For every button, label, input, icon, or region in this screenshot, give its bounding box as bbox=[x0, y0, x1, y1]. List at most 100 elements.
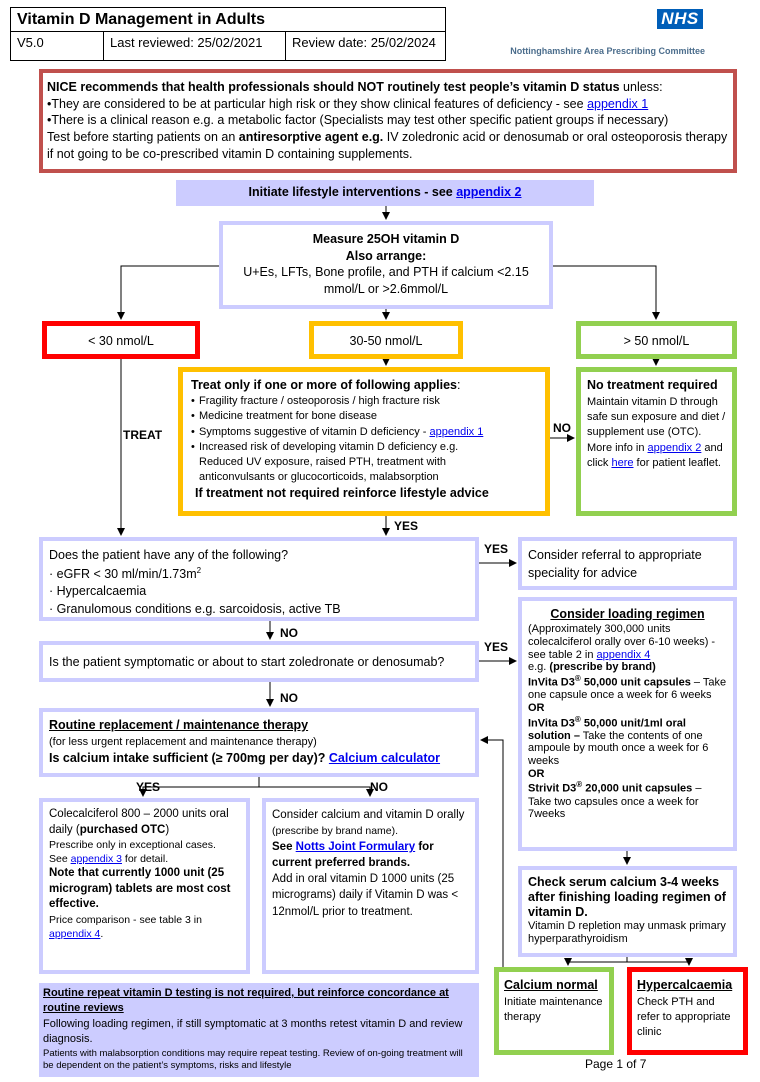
nice-lead-rest: unless: bbox=[619, 80, 663, 94]
also-arrange: Also arrange: bbox=[345, 248, 427, 263]
yes-l1c: ) bbox=[165, 823, 170, 836]
yes-label-1: YES bbox=[394, 519, 419, 533]
appendix-2-link[interactable]: appendix 2 bbox=[456, 185, 522, 199]
notts-formulary-link[interactable]: Notts Joint Formulary bbox=[295, 841, 416, 854]
no-treatment-text: Maintain vitamin D through safe sun expo… bbox=[587, 395, 726, 454]
risk-detail-1: Reduced UV exposure, raised PTH, treatme… bbox=[199, 455, 447, 468]
loading-intro: (Approximately 300,000 units colecalcife… bbox=[528, 623, 716, 661]
yes-l5b: . bbox=[100, 928, 104, 941]
level-mid-box: 30-50 nmol/L bbox=[309, 321, 463, 359]
contraindication-question-box: Does the patient have any of the followi… bbox=[39, 537, 479, 621]
no-l1s: (prescribe by brand name). bbox=[272, 825, 399, 838]
review-date-cell: Review date: 25/02/2024 bbox=[292, 35, 436, 50]
check-calcium-text: Vitamin D repletion may unmask primary h… bbox=[528, 920, 726, 946]
q1-title: Does the patient have any of the followi… bbox=[49, 548, 289, 562]
q1-item-1: · eGFR < 30 ml/min/1.73m bbox=[49, 566, 197, 581]
repeat-title: Routine repeat vitamin D testing is not … bbox=[43, 987, 449, 1015]
list-item: Symptoms suggestive of vitamin D deficie… bbox=[191, 425, 537, 440]
repeat-testing-box: Routine repeat vitamin D testing is not … bbox=[39, 983, 479, 1077]
calcium-and-vitamin-d-box: Consider calcium and vitamin D orally (p… bbox=[262, 798, 479, 974]
level-low-box: < 30 nmol/L bbox=[42, 321, 200, 359]
routine-sub: (for less urgent replacement and mainten… bbox=[49, 735, 317, 748]
no-label-2: NO bbox=[280, 626, 298, 640]
no-treatment-end: for patient leaflet. bbox=[633, 457, 721, 470]
check-calcium-title: Check serum calcium 3-4 weeks after fini… bbox=[528, 875, 726, 919]
symptomatic-question-box: Is the patient symptomatic or about to s… bbox=[39, 641, 479, 682]
yes-label-4: YES bbox=[136, 780, 161, 794]
no-treatment-box: No treatment required Maintain vitamin D… bbox=[576, 367, 737, 516]
arrow-routine-no bbox=[259, 786, 374, 797]
loading-title: Consider loading regimen bbox=[550, 607, 705, 621]
drug-2-bold: 50,000 unit/1ml oral solution – bbox=[528, 717, 686, 742]
treat-criteria-title: Treat only if one or more of following a… bbox=[191, 378, 457, 392]
treat-criteria-box: Treat only if one or more of following a… bbox=[178, 367, 550, 516]
treat-criteria-colon: : bbox=[457, 378, 461, 392]
yes-label-3: YES bbox=[484, 640, 509, 654]
routine-title: Routine replacement / maintenance therap… bbox=[49, 718, 309, 732]
appendix-2-link[interactable]: appendix 2 bbox=[647, 441, 702, 454]
committee-name: Nottinghamshire Area Prescribing Committ… bbox=[510, 46, 705, 56]
repeat-l1: Following loading regimen, if still symp… bbox=[43, 1017, 463, 1046]
yes-l1b: purchased OTC bbox=[79, 823, 166, 836]
q1-item-2: · Hypercalcaemia bbox=[49, 584, 147, 599]
drug-1-text: – Take one capsule once a week for 6 wee… bbox=[528, 676, 727, 702]
arrow-measure-low bbox=[117, 265, 219, 320]
no-label-4: NO bbox=[370, 780, 388, 794]
loading-eg: e.g. bbox=[528, 661, 550, 674]
drug-1-bold: 50,000 unit capsules bbox=[580, 676, 691, 689]
calcium-normal-text: Initiate maintenance therapy bbox=[504, 995, 603, 1023]
yes-l4: Note that currently 1000 unit (25 microg… bbox=[49, 867, 231, 911]
nice-recommendation-box: NICE recommends that health professional… bbox=[39, 69, 737, 173]
last-reviewed-cell: Last reviewed: 25/02/2021 bbox=[104, 32, 286, 61]
appendix-3-link[interactable]: appendix 3 bbox=[70, 853, 122, 866]
treat-criteria-footer: If treatment not required reinforce life… bbox=[195, 486, 489, 501]
no-l2b: for current preferred brands. bbox=[272, 841, 434, 870]
calcium-question: Is calcium intake sufficient (≥ 700mg pe… bbox=[49, 750, 326, 765]
arrow-check-normal bbox=[564, 957, 628, 966]
no-l2a: See bbox=[272, 841, 296, 854]
yes-l1a: Colecalciferol 800 – 2000 units oral dai… bbox=[49, 808, 229, 836]
list-item: Fragility fracture / osteoporosis / high… bbox=[191, 394, 537, 409]
list-item-text: Symptoms suggestive of vitamin D deficie… bbox=[199, 425, 430, 438]
no-treatment-mid: and click bbox=[587, 441, 723, 470]
document-title: Vitamin D Management in Adults bbox=[11, 8, 445, 32]
appendix-1-link[interactable]: appendix 1 bbox=[429, 425, 484, 438]
patient-leaflet-link[interactable]: here bbox=[611, 457, 634, 470]
drug-3-sup: ® bbox=[576, 780, 583, 790]
calcium-calculator-link[interactable]: Calcium calculator bbox=[328, 750, 441, 765]
drug-1-name: InVita D3 bbox=[528, 676, 575, 689]
nice-line-3c: IV zoledronic acid or denosumab or oral … bbox=[47, 129, 728, 161]
yes-l3b: for detail. bbox=[122, 853, 169, 866]
nice-line-3a: Test before starting patients on an bbox=[47, 129, 239, 144]
loading-regimen-box: Consider loading regimen (Approximately … bbox=[518, 597, 737, 851]
treat-criteria-list: Fragility fracture / osteoporosis / high… bbox=[191, 394, 537, 455]
yes-label-2: YES bbox=[484, 542, 509, 556]
document-header: Vitamin D Management in Adults V5.0 Last… bbox=[10, 7, 446, 61]
arrow-normal-routine bbox=[480, 736, 504, 967]
risk-detail-2: anticonvulsants or glucocorticoids, mala… bbox=[199, 471, 439, 484]
no-treatment-title: No treatment required bbox=[587, 378, 718, 392]
level-high-box: > 50 nmol/L bbox=[576, 321, 737, 359]
q1-item-1-sup: 2 bbox=[196, 565, 202, 575]
yes-l3a: See bbox=[49, 853, 71, 866]
appendix-1-link[interactable]: appendix 1 bbox=[587, 96, 649, 111]
drug-2-name: InVita D3 bbox=[528, 717, 575, 730]
arrow-routine-yes bbox=[139, 777, 260, 797]
or-1: OR bbox=[528, 701, 545, 714]
nice-bullet-2: •There is a clinical reason e.g. a metab… bbox=[47, 113, 669, 128]
drug-3-bold: 20,000 unit capsules bbox=[582, 783, 693, 796]
drug-3-text: – Take two capsules once a week for 7wee… bbox=[528, 783, 702, 821]
q1-item-3: · Granulomous conditions e.g. sarcoidosi… bbox=[49, 601, 341, 616]
appendix-4-link[interactable]: appendix 4 bbox=[596, 648, 651, 661]
calcium-normal-box: Calcium normal Initiate maintenance ther… bbox=[494, 967, 614, 1055]
arrow-measure-high bbox=[553, 265, 660, 320]
list-item: Medicine treatment for bone disease bbox=[191, 409, 537, 424]
drug-3-name: Strivit D3 bbox=[528, 783, 577, 796]
check-calcium-box: Check serum calcium 3-4 weeks after fini… bbox=[518, 866, 737, 957]
measure-title: Measure 25OH vitamin D bbox=[312, 232, 460, 246]
page-number: Page 1 of 7 bbox=[585, 1057, 647, 1071]
appendix-4-link[interactable]: appendix 4 bbox=[49, 928, 101, 941]
version-cell: V5.0 bbox=[11, 32, 104, 61]
header-meta-row: V5.0 Last reviewed: 25/02/2021 Review da… bbox=[11, 32, 445, 61]
